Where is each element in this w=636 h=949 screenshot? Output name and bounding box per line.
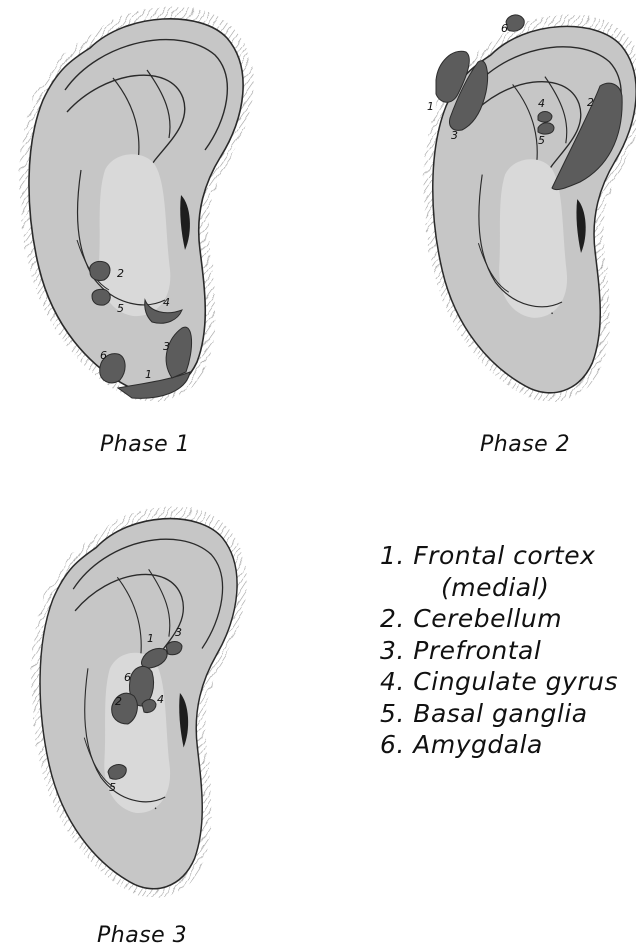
phase-caption: Phase 3 xyxy=(97,923,187,948)
phase-1-panel: Phase 1 xyxy=(0,0,318,470)
phase-caption: Phase 1 xyxy=(100,432,190,457)
legend-item-label: 1. Frontal cortex xyxy=(380,540,618,572)
region-4-cingulate-gyrus xyxy=(538,112,552,123)
legend-item-5: 5. Basal ganglia xyxy=(380,698,618,730)
legend-item-1: 1. Frontal cortex (medial) xyxy=(380,540,618,603)
phase-3-panel: Phase 3 xyxy=(0,490,318,949)
legend-item-4: 4. Cingulate gyrus xyxy=(380,666,618,698)
region-5-basal-ganglia xyxy=(538,123,554,134)
region-3-prefrontal xyxy=(166,642,182,655)
legend-item-3: 3. Prefrontal xyxy=(380,635,618,667)
phase-caption: Phase 2 xyxy=(480,432,570,457)
legend-item-2: 2. Cerebellum xyxy=(380,603,618,635)
ear-illustration-phase-1 xyxy=(0,0,318,420)
region-2-cerebellum xyxy=(90,261,110,280)
ear-illustration-phase-2 xyxy=(400,0,636,420)
legend-item-6: 6. Amygdala xyxy=(380,729,618,761)
region-5-basal-ganglia xyxy=(92,289,110,305)
ear-illustration-phase-3 xyxy=(0,490,318,910)
legend-item-label-continued: (medial) xyxy=(380,572,618,604)
legend: 1. Frontal cortex (medial) 2. Cerebellum… xyxy=(380,540,618,761)
region-6-amygdala xyxy=(506,15,524,31)
phase-2-panel: Phase 2 xyxy=(400,0,636,470)
